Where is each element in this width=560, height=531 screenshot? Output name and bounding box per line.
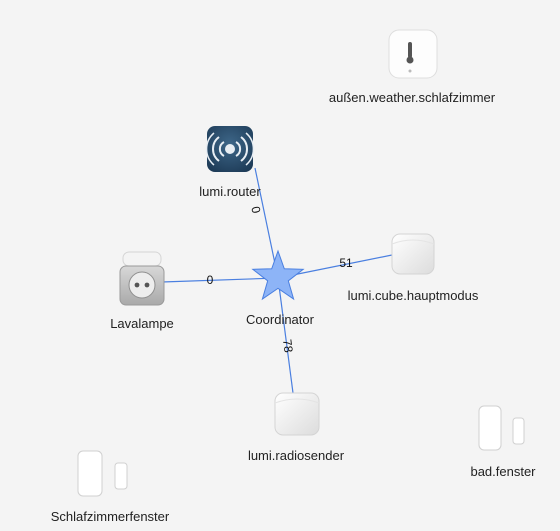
cube-icon <box>274 392 320 436</box>
node-label-radiosender: lumi.radiosender <box>248 448 345 463</box>
link-label-cube: 51 <box>339 256 353 270</box>
power-plug-icon <box>119 251 165 306</box>
door-window-sensor-icon <box>478 405 525 451</box>
link-radiosender: 78 <box>277 277 296 394</box>
node-schlafzimmerfenster[interactable]: Schlafzimmerfenster <box>51 450 170 524</box>
node-lavalampe[interactable]: Lavalampe <box>110 251 174 331</box>
node-bad-fenster[interactable]: bad.fenster <box>470 405 536 479</box>
cube-icon <box>391 233 435 275</box>
link-label-lavalampe: 0 <box>207 273 214 287</box>
router-icon <box>205 126 255 172</box>
door-window-sensor-icon <box>77 450 128 497</box>
node-label-cube: lumi.cube.hauptmodus <box>348 288 479 303</box>
link-label-router: 0 <box>248 205 263 215</box>
node-label-coordinator: Coordinator <box>246 312 315 327</box>
node-label-weather: außen.weather.schlafzimmer <box>329 90 496 105</box>
node-label-schlafzimmerfenster: Schlafzimmerfenster <box>51 509 170 524</box>
link-router: 0 <box>248 167 279 279</box>
star-icon <box>251 249 305 301</box>
node-weather[interactable]: außen.weather.schlafzimmer <box>329 29 496 105</box>
node-coordinator[interactable]: Coordinator <box>246 249 315 327</box>
node-cube[interactable]: lumi.cube.hauptmodus <box>348 233 479 303</box>
link-label-radiosender: 78 <box>280 338 296 353</box>
node-label-lavalampe: Lavalampe <box>110 316 174 331</box>
temperature-sensor-icon <box>388 29 438 79</box>
node-label-router: lumi.router <box>199 184 261 199</box>
link-lavalampe: 0 <box>161 273 279 287</box>
node-label-bad-fenster: bad.fenster <box>470 464 536 479</box>
node-radiosender[interactable]: lumi.radiosender <box>248 392 345 463</box>
node-router[interactable]: lumi.router <box>199 126 261 199</box>
